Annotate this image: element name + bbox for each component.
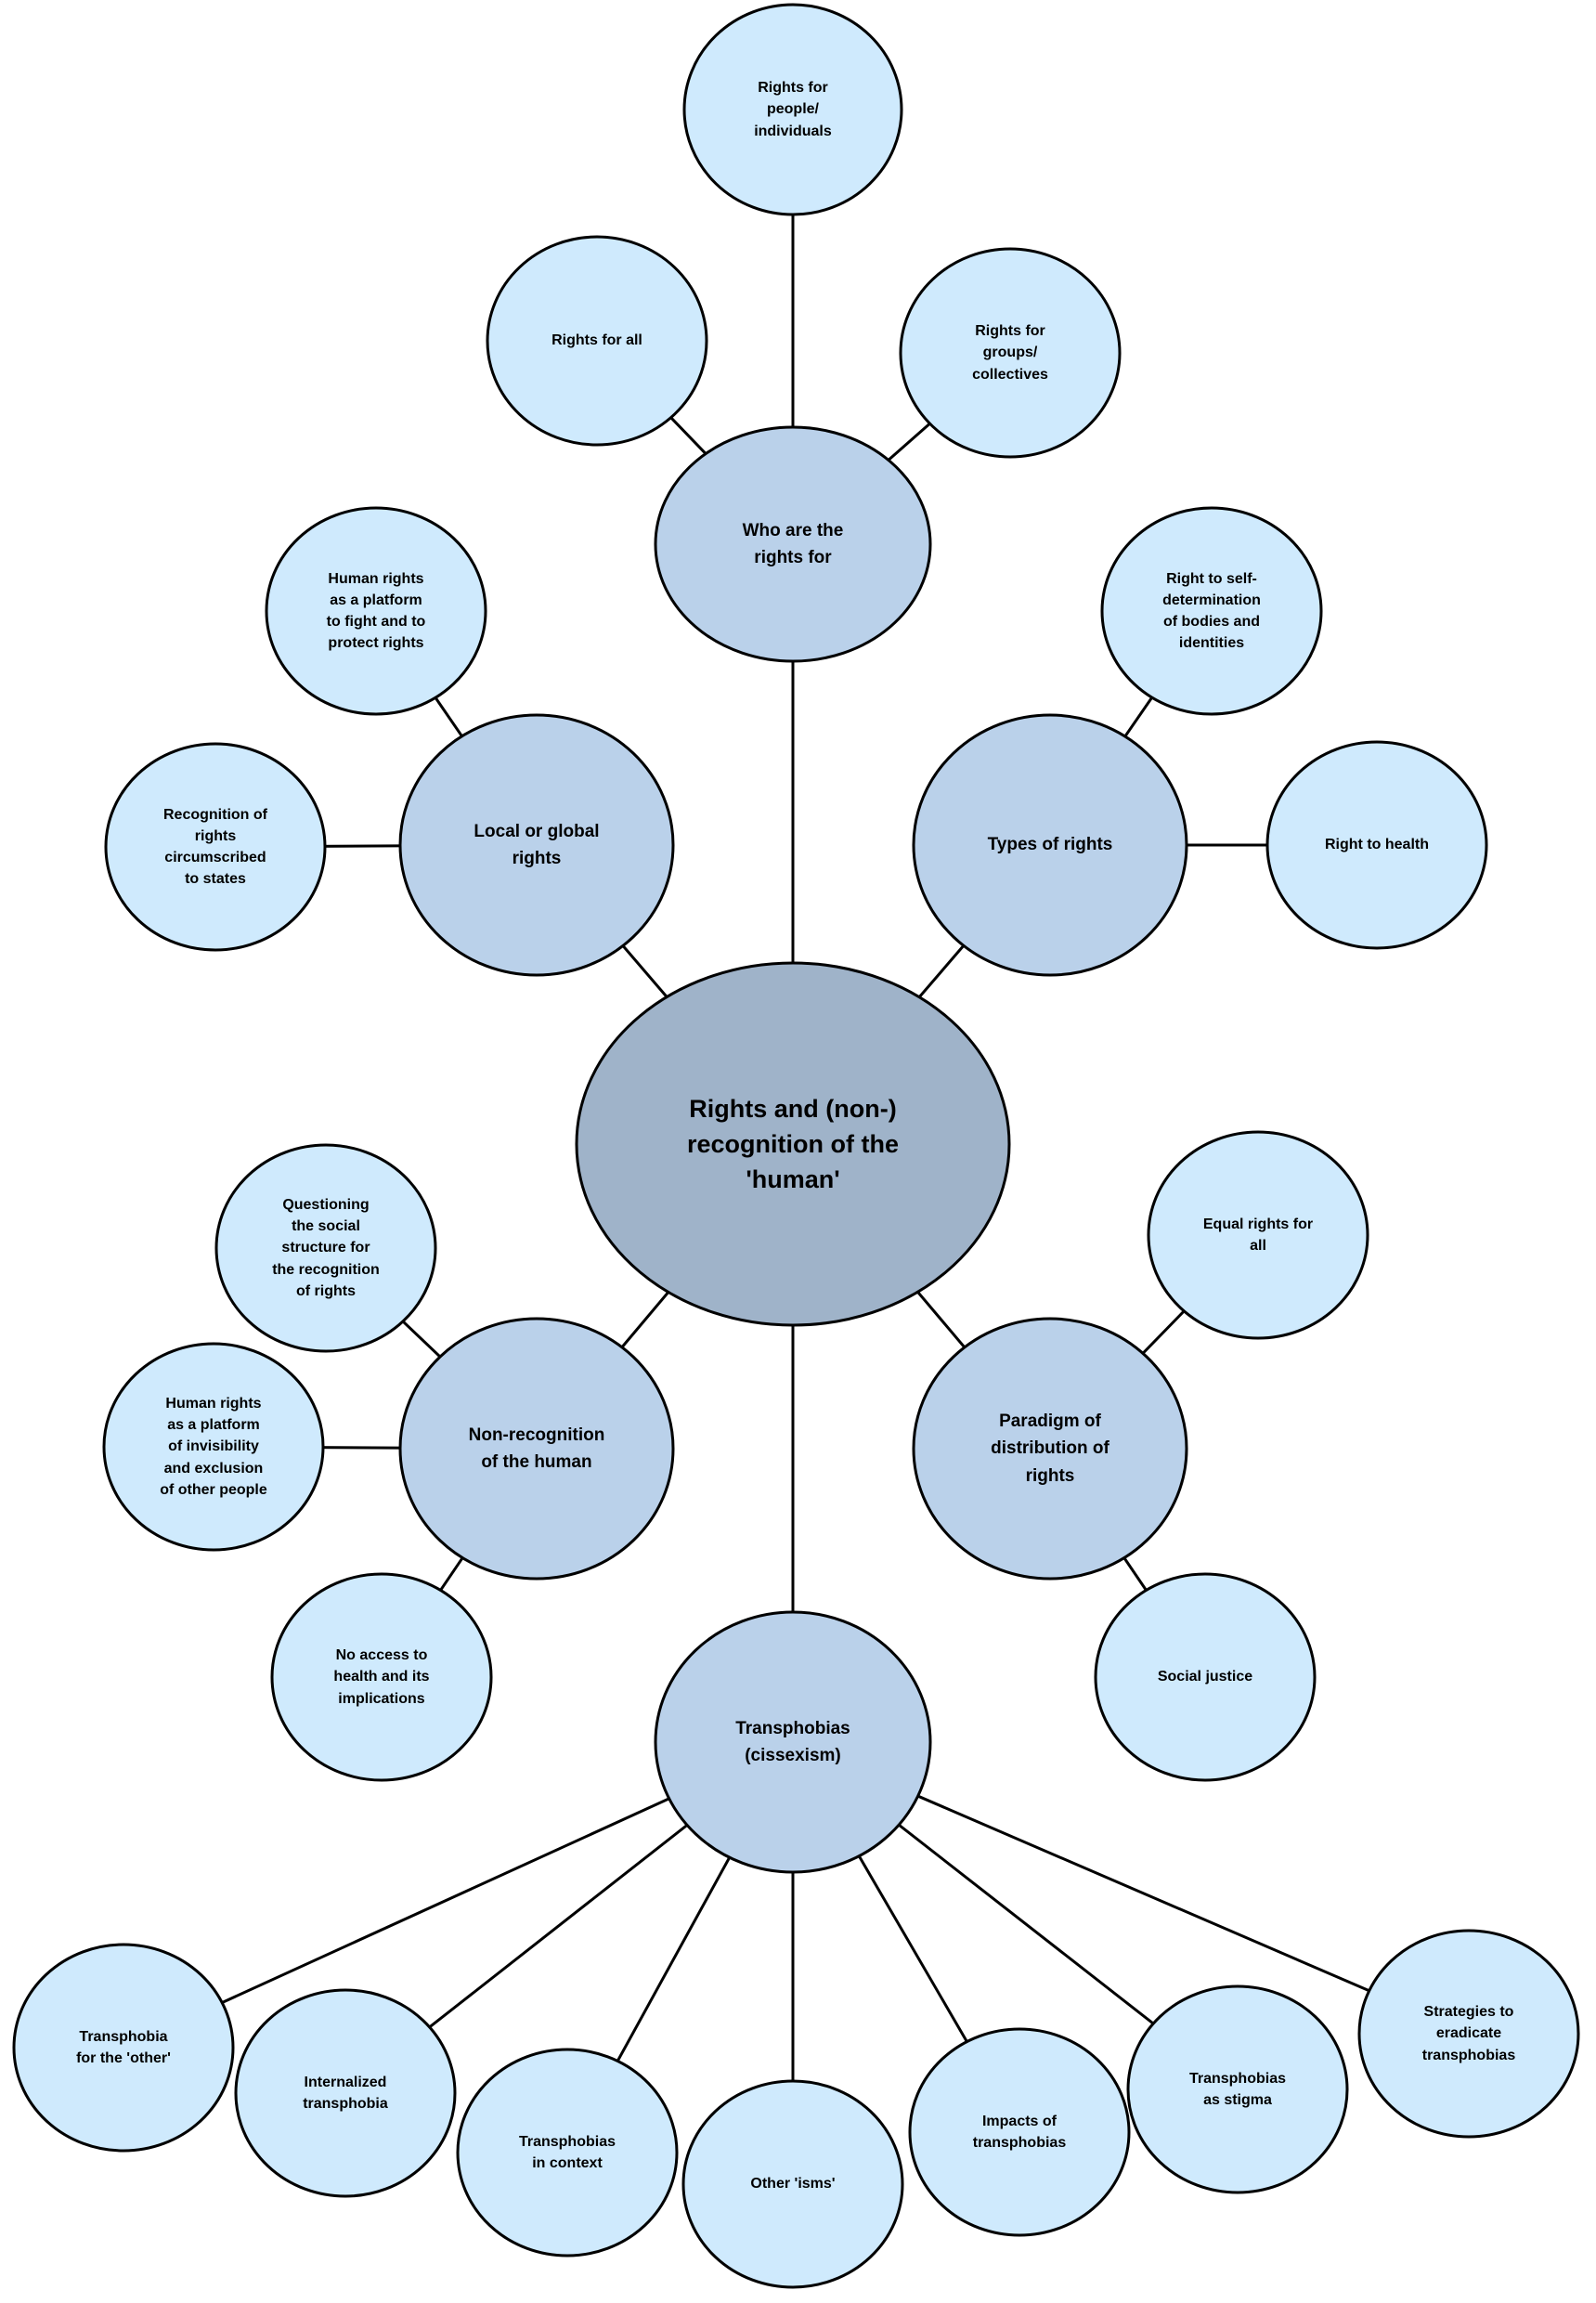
node-people-circle [682,3,903,216]
node-groups-circle [899,247,1122,459]
node-trans-circle [654,1610,932,1874]
node-types-label: Types of rights [987,835,1113,855]
node-who-circle [654,425,932,663]
node-trans-label: Transphobias (cissexism) [735,1718,850,1765]
node-isms-label: Other 'isms' [750,2176,836,2192]
node-other_t-label: Transphobia for the 'other' [76,2028,171,2066]
node-platform_fight-label: Human rights as a platform to fight and … [326,570,426,652]
node-center-circle [575,961,1011,1327]
node-impacts-circle [908,2027,1131,2237]
node-all-label: Rights for all [551,332,642,349]
node-types-circle [912,713,1188,977]
node-platform_fight-circle [265,506,487,716]
node-paradigm-circle [912,1317,1188,1581]
node-context-label: Transphobias in context [518,2133,616,2171]
node-noaccess-label: No access to health and its implications [333,1647,430,1707]
node-noaccess-circle [270,1572,493,1782]
node-equal-label: Equal rights for all [1202,1216,1314,1254]
node-stigma-label: Transphobias as stigma [1188,2070,1286,2108]
node-all-circle [486,235,708,447]
node-justice-circle [1094,1572,1317,1782]
node-local-circle [398,713,675,977]
node-nonrec-label: Non-recognition of the human [468,1425,605,1472]
node-who-label: Who are the rights for [742,520,844,567]
node-impacts-label: Impacts of transphobias [972,2113,1067,2151]
node-platform_invis-label: Human rights as a platform of invisibili… [160,1396,267,1498]
node-justice-label: Social justice [1157,1669,1253,1685]
node-groups-label: Rights for groups/ collectives [972,323,1048,383]
node-internal-circle [234,1988,457,2198]
node-questioning-circle [214,1143,437,1353]
node-selfdet-circle [1100,506,1323,716]
node-circumscribed-label: Recognition of rights circumscribed to s… [163,806,267,888]
node-health-circle [1265,740,1488,950]
node-selfdet-label: Right to self- determination of bodies a… [1162,570,1261,652]
node-circumscribed-circle [104,742,327,952]
node-strategies-circle [1357,1929,1580,2139]
node-people-label: Rights for people/ individuals [754,80,832,139]
node-questioning-label: Questioning the social structure for the… [272,1197,380,1299]
node-local-label: Local or global rights [474,821,600,868]
node-nonrec-circle [398,1317,675,1581]
node-center-label: Rights and (non-) recognition of the 'hu… [687,1094,899,1194]
node-platform_invis-circle [102,1342,325,1552]
node-isms-circle [681,2079,904,2289]
node-layer [12,3,1580,2289]
node-equal-circle [1147,1130,1369,1340]
node-internal-label: Internalized transphobia [303,2074,388,2112]
node-paradigm-label: Paradigm of distribution of rights [991,1411,1109,1486]
node-context-circle [456,2048,679,2257]
node-stigma-circle [1126,1984,1349,2194]
node-health-label: Right to health [1325,837,1429,853]
node-other_t-circle [12,1943,235,2153]
node-strategies-label: Strategies to eradicate transphobias [1421,2004,1516,2063]
